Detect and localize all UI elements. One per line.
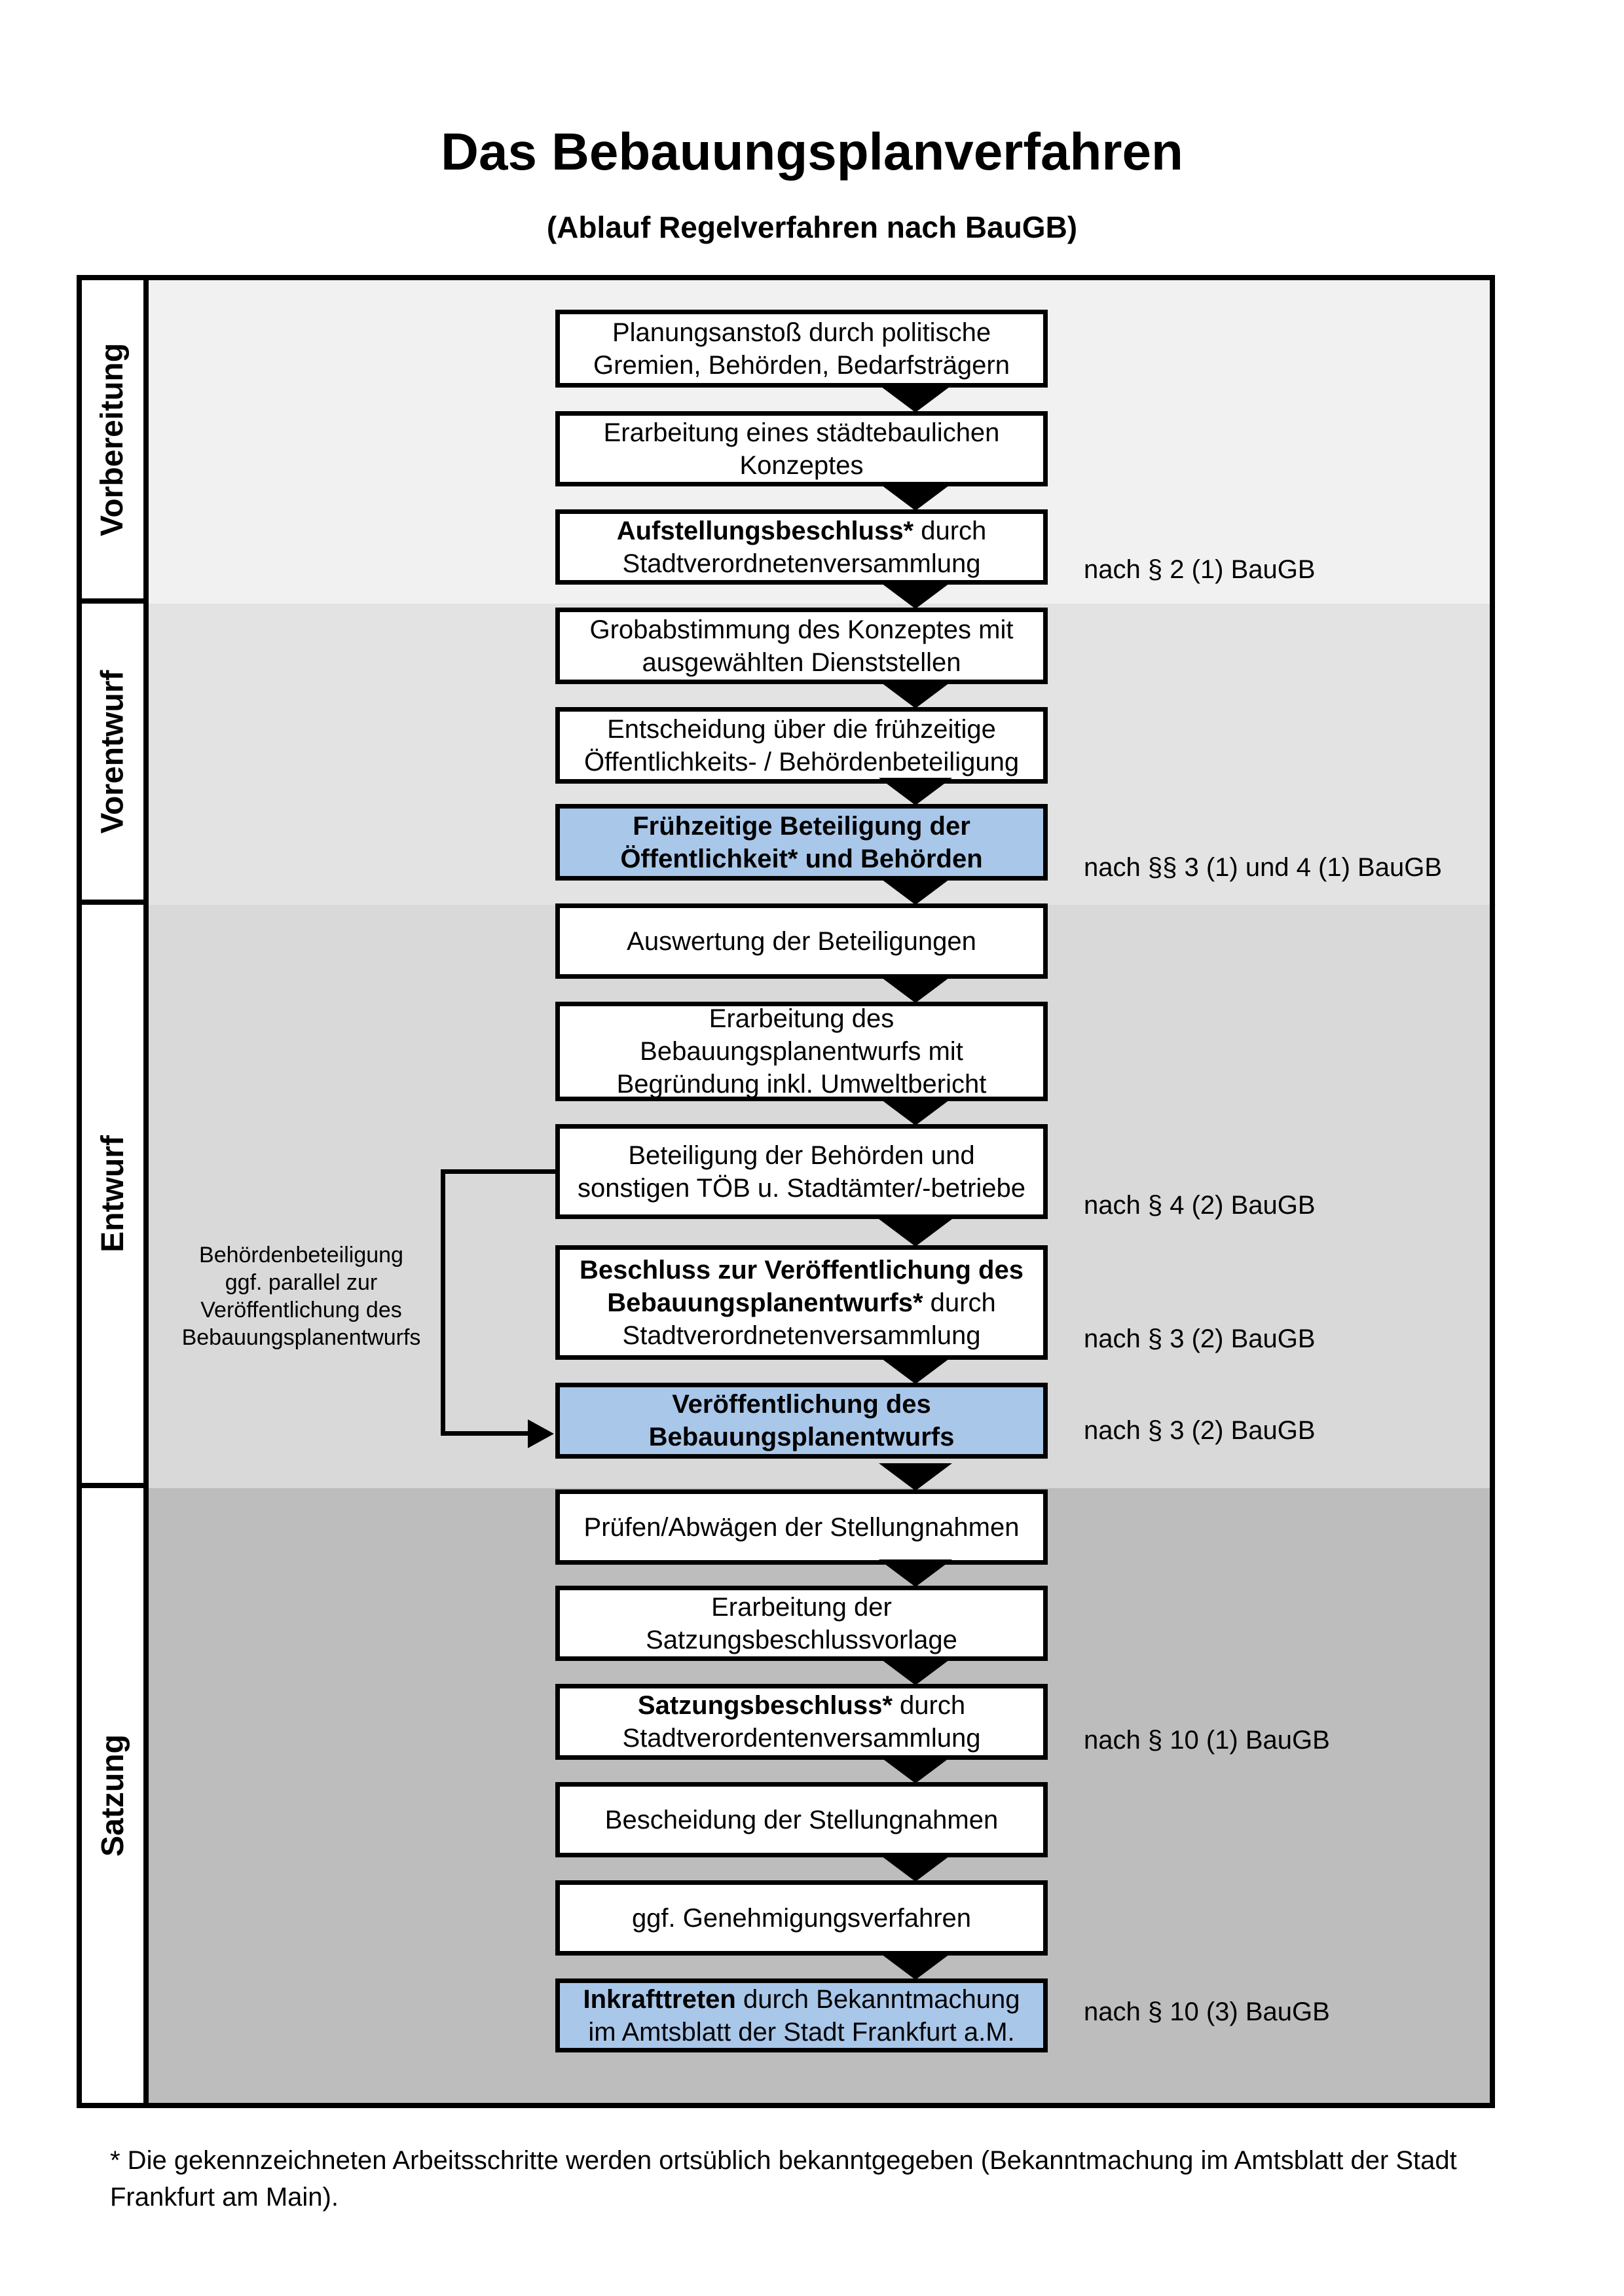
flow-step-text-line: Bescheidung der Stellungnahmen bbox=[604, 1805, 999, 1834]
phase-label: Entwurf bbox=[95, 1135, 130, 1252]
down-arrow-icon bbox=[879, 581, 952, 609]
legal-ref: nach § 3 (2) BauGB bbox=[1084, 1416, 1316, 1445]
flow-step-text-line: Planungsanstoß durch politische bbox=[612, 318, 991, 347]
flow-step-text-line: Aufstellungsbeschluss* durch bbox=[616, 516, 987, 545]
flow-step-text-line: Erarbeitung der bbox=[711, 1592, 892, 1622]
legal-ref: nach §§ 3 (1) und 4 (1) BauGB bbox=[1084, 853, 1442, 882]
legal-ref: nach § 4 (2) BauGB bbox=[1084, 1191, 1316, 1220]
flow-step-text-line: Begründung inkl. Umweltbericht bbox=[616, 1070, 987, 1099]
flow-step-text-line: Satzungsbeschlussvorlage bbox=[646, 1625, 957, 1654]
flow-step-box: Grobabstimmung des Konzeptes mit ausgewäh… bbox=[555, 608, 1048, 684]
flow-step-text-line: ggf. Genehmigungsverfahren bbox=[631, 1903, 972, 1933]
down-arrow-icon bbox=[879, 975, 952, 1003]
flow-step-box: Bescheidung der Stellungnahmen bbox=[555, 1782, 1048, 1857]
flow-step-text-line: Grobabstimmung des Konzeptes mit bbox=[589, 615, 1014, 644]
side-note-line: Behördenbeteiligung bbox=[199, 1243, 403, 1267]
down-arrow-icon bbox=[879, 1463, 952, 1491]
flow-step-text-line: Stadtverordnetenversammlung bbox=[622, 1321, 981, 1350]
flow-step-text-line: Bebauungsplanentwurfs* durch bbox=[607, 1288, 996, 1317]
flow-step-text-line: Konzeptes bbox=[739, 450, 864, 480]
parallel-connector-line-top bbox=[441, 1169, 560, 1174]
down-arrow-icon bbox=[879, 681, 952, 708]
down-arrow-icon bbox=[879, 483, 952, 511]
flow-step-text-line: Erarbeitung eines städtebaulichen bbox=[603, 418, 1000, 447]
flow-step-text-line: Satzungsbeschluss* durch bbox=[637, 1691, 966, 1720]
down-arrow-icon bbox=[879, 877, 952, 905]
flow-step-text-line: Erarbeitung des bbox=[709, 1004, 895, 1033]
flow-step-text-line: Veröffentlichung des bbox=[672, 1390, 931, 1419]
legal-ref: nach § 2 (1) BauGB bbox=[1084, 555, 1316, 584]
side-note-parallel-participation: Behördenbeteiligung ggf. parallel zur Ve… bbox=[170, 1241, 432, 1351]
down-arrow-icon bbox=[879, 1098, 952, 1125]
down-arrow-icon bbox=[879, 1952, 952, 1980]
flow-step-text-line: im Amtsblatt der Stadt Frankfurt a.M. bbox=[588, 2017, 1015, 2047]
phase-label-cell-satzung: Satzung bbox=[82, 1488, 149, 2103]
down-arrow-icon bbox=[879, 385, 952, 412]
flow-step-text-line: Bebauungsplanentwurfs bbox=[648, 1423, 955, 1451]
page-subtitle: (Ablauf Regelverfahren nach BauGB) bbox=[546, 210, 1078, 244]
side-note-line: Bebauungsplanentwurfs bbox=[181, 1325, 421, 1350]
legal-ref: nach § 10 (1) BauGB bbox=[1084, 1726, 1330, 1755]
legal-ref: nach § 3 (2) BauGB bbox=[1084, 1324, 1316, 1353]
down-arrow-icon bbox=[879, 1219, 952, 1247]
phase-label-cell-vorbereitung: Vorbereitung bbox=[82, 280, 149, 604]
phase-label-cell-vorentwurf: Vorentwurf bbox=[82, 604, 149, 905]
down-arrow-icon bbox=[879, 1658, 952, 1685]
flow-step-text-line: Inkrafttreten durch Bekanntmachung bbox=[583, 1984, 1020, 2014]
footnote: * Die gekennzeichneten Arbeitsschritte w… bbox=[110, 2142, 1551, 2215]
flow-step-text-line: Öffentlichkeits- / Behördenbeteiligung bbox=[583, 747, 1020, 776]
flow-step-text-line: Gremien, Behörden, Bedarfsträgern bbox=[593, 350, 1010, 380]
flow-step-text-line: Auswertung der Beteiligungen bbox=[627, 926, 976, 956]
down-arrow-icon bbox=[879, 1854, 952, 1882]
flow-step-box: Auswertung der Beteiligungen bbox=[555, 903, 1048, 979]
side-note-line: ggf. parallel zur bbox=[225, 1270, 378, 1295]
flow-step-text-line: Beteiligung der Behörden und bbox=[628, 1140, 975, 1170]
flow-step-text-line: Öffentlichkeit* und Behörden bbox=[620, 844, 983, 873]
flow-step-text-line: Beschluss zur Veröffentlichung des bbox=[580, 1255, 1024, 1285]
flow-step-text-line: Stadtverordentenversammlung bbox=[622, 1724, 981, 1753]
footnote-line-1: * Die gekennzeichneten Arbeitsschritte w… bbox=[110, 2146, 1457, 2175]
parallel-connector-line-vertical bbox=[441, 1169, 445, 1434]
legal-ref: nach § 10 (3) BauGB bbox=[1084, 1997, 1330, 2026]
phase-label: Vorbereitung bbox=[95, 342, 130, 536]
footnote-line-2: Frankfurt am Main). bbox=[110, 2183, 339, 2212]
down-arrow-icon bbox=[879, 1559, 952, 1587]
flow-step-box: Prüfen/Abwägen der Stellungnahmen bbox=[555, 1489, 1048, 1565]
page-title: Das Bebauungsplanverfahren bbox=[441, 122, 1183, 181]
down-arrow-icon bbox=[879, 1756, 952, 1783]
flow-step-text-line: Frühzeitige Beteiligung der bbox=[633, 811, 970, 841]
flow-step-text-line: ausgewählten Dienststellen bbox=[642, 647, 961, 677]
down-arrow-icon bbox=[879, 1357, 952, 1384]
flow-step-text-line: Stadtverordnetenversammlung bbox=[622, 549, 981, 578]
down-arrow-icon bbox=[879, 778, 952, 805]
parallel-connector-line-bottom bbox=[441, 1431, 532, 1436]
side-note-line: Veröffentlichung des bbox=[200, 1298, 402, 1322]
flow-step-text-line: Bebauungsplanentwurfs mit bbox=[640, 1037, 963, 1066]
phase-label: Satzung bbox=[95, 1734, 130, 1857]
flow-step-text-line: Prüfen/Abwägen der Stellungnahmen bbox=[583, 1512, 1020, 1542]
flow-step-text-line: Entscheidung über die frühzeitige bbox=[607, 714, 996, 744]
arrow-right-icon bbox=[528, 1419, 554, 1448]
flow-step-box: ggf. Genehmigungsverfahren bbox=[555, 1880, 1048, 1956]
flow-step-text-line: sonstigen TÖB u. Stadtämter/-betriebe bbox=[577, 1173, 1026, 1203]
phase-label: Vorentwurf bbox=[95, 670, 130, 833]
phase-label-cell-entwurf: Entwurf bbox=[82, 905, 149, 1488]
